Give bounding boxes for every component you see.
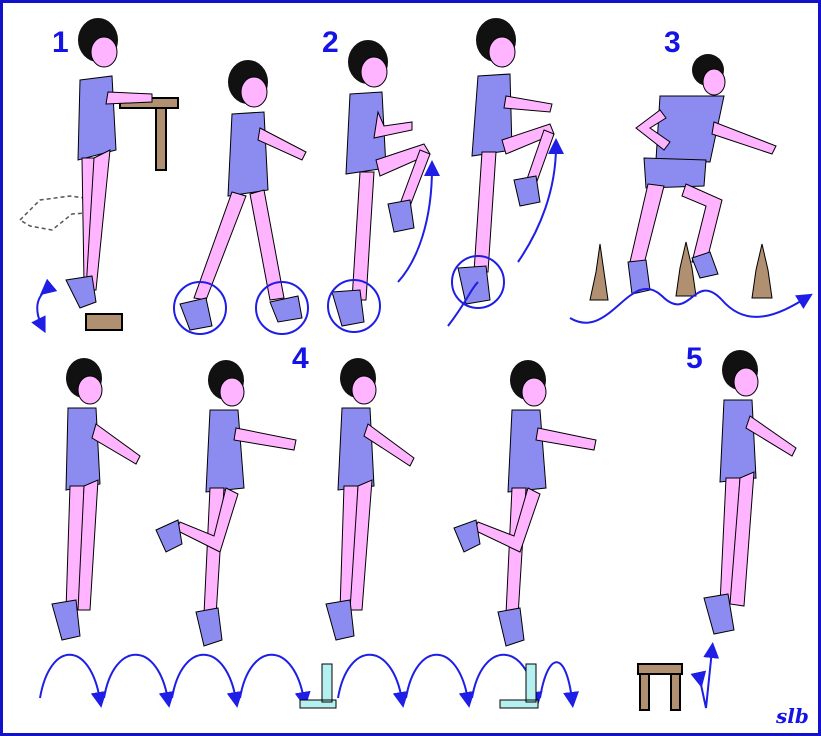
arrow-1 (37, 290, 46, 326)
figure-1 (66, 18, 152, 308)
section-2-group (174, 18, 556, 334)
cone-right (752, 244, 772, 298)
section-number-3: 3 (664, 28, 681, 58)
section-number-2: 2 (322, 28, 339, 58)
figure-2b (332, 40, 430, 326)
section-5-group (638, 350, 796, 710)
up-down-arrow (700, 650, 712, 708)
hop-arrow-5 (338, 655, 402, 700)
hop-arrow-2 (104, 655, 168, 700)
hurdle-1 (300, 664, 336, 708)
section-number-1: 1 (52, 28, 69, 58)
figure-3 (628, 54, 776, 294)
hop-arrow-8 (540, 662, 572, 700)
hop-arrow-3 (172, 655, 236, 700)
cone-middle (676, 242, 696, 296)
figure-4b (156, 360, 296, 646)
figure-5 (704, 350, 796, 634)
figure-4c (326, 358, 414, 640)
section-3-group (570, 54, 806, 323)
section-number-4: 4 (292, 344, 309, 374)
cone-left (590, 244, 608, 300)
signature: slb (776, 706, 809, 726)
figure-2c (458, 18, 554, 304)
step-block (86, 314, 122, 330)
hop-arrow-6 (406, 655, 468, 700)
section-4-group (40, 358, 596, 708)
stool (638, 664, 682, 710)
section-number-5: 5 (686, 344, 703, 374)
figure-2a (180, 60, 306, 330)
hop-arrow-1 (40, 655, 100, 700)
section-1-group (20, 18, 178, 330)
figure-4d (454, 360, 596, 646)
hop-arrow-4 (240, 655, 304, 700)
hurdle-2 (500, 664, 538, 708)
table-1 (120, 98, 178, 170)
figure-4a (52, 358, 140, 640)
